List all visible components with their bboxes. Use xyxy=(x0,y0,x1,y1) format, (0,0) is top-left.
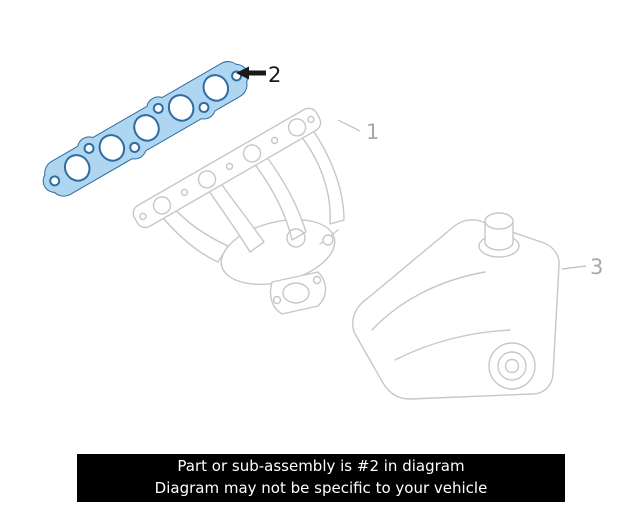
manifold-runner xyxy=(249,155,307,241)
shield-boss-top xyxy=(484,212,514,230)
shield-outlet-ring xyxy=(504,358,520,374)
callout-1-leader xyxy=(337,119,361,132)
manifold-runner xyxy=(295,125,345,225)
gasket-port-hole xyxy=(167,94,195,122)
gasket-bolt-hole xyxy=(49,175,61,187)
gasket-port-hole xyxy=(98,134,126,162)
part-2-gasket xyxy=(42,61,249,197)
manifold-outlet-bolt xyxy=(312,275,322,285)
notice-line-1: Part or sub-assembly is #2 in diagram xyxy=(177,457,465,476)
manifold-bolt-hole xyxy=(225,162,234,171)
notice-line-2: Diagram may not be specific to your vehi… xyxy=(154,479,488,497)
gasket-port-hole xyxy=(133,114,160,142)
manifold-runner xyxy=(203,181,265,253)
arrow-left-icon xyxy=(236,66,266,80)
manifold-bolt-hole xyxy=(270,136,279,145)
callout-1-label: 1 xyxy=(366,120,379,144)
part-3-manifold-shield xyxy=(352,212,560,400)
manifold-flange xyxy=(132,107,322,229)
manifold-outlet-bolt xyxy=(272,295,282,305)
manifold-port-hole xyxy=(197,170,217,189)
manifold-opening xyxy=(286,228,306,248)
gasket-bolt-hole xyxy=(83,142,95,154)
manifold-outlet-opening xyxy=(282,282,310,304)
gasket-bolt-hole xyxy=(152,102,164,114)
manifold-bolt-hole xyxy=(307,115,315,124)
manifold-bolt-hole xyxy=(180,188,189,197)
manifold-bolt-hole xyxy=(139,212,147,221)
shield-contour-line xyxy=(394,329,511,361)
gasket-port-hole xyxy=(202,74,230,102)
callout-2-label: 2 xyxy=(268,63,281,87)
gasket-port-hole xyxy=(63,154,91,182)
gasket-bolt-hole xyxy=(129,141,141,153)
notice-banner: Part or sub-assembly is #2 in diagram Di… xyxy=(77,454,565,502)
manifold-port-hole xyxy=(242,144,262,163)
gasket-bolt-hole xyxy=(198,101,210,113)
manifold-runner xyxy=(157,205,229,263)
part-1-manifold xyxy=(132,107,345,315)
callout-3-leader xyxy=(561,265,587,270)
manifold-bracket-hole xyxy=(322,234,334,246)
manifold-port-hole xyxy=(152,196,172,215)
shield-contour-line xyxy=(371,271,486,331)
callout-3-label: 3 xyxy=(590,255,603,279)
manifold-port-hole xyxy=(287,118,307,137)
